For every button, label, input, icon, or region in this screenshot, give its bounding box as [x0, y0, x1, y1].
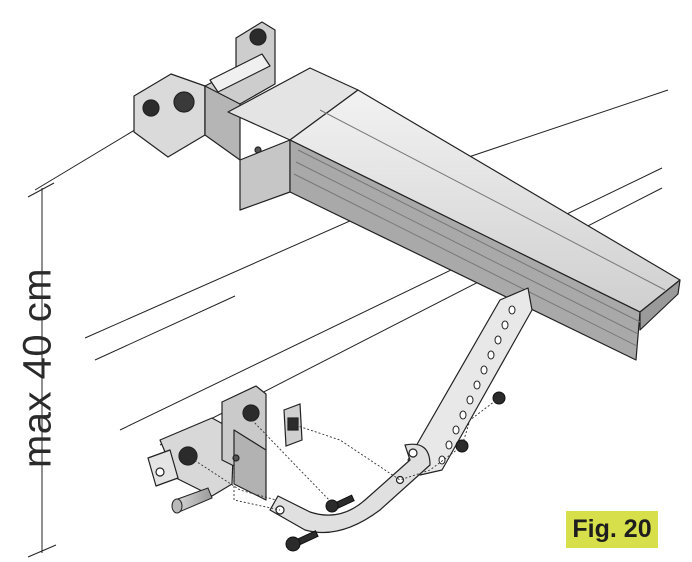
lower-ceiling-bracket — [147, 385, 267, 501]
anchor-pin — [171, 487, 213, 514]
assembly-guides — [187, 397, 500, 511]
rail-grooves — [293, 109, 666, 347]
rail-profile — [227, 67, 681, 361]
support-strap — [407, 287, 533, 476]
hole-icon — [395, 475, 405, 485]
curved-arm — [269, 443, 431, 534]
dimension-label: max 40 cm — [15, 267, 60, 469]
bolt-icon — [242, 404, 260, 422]
hole-icon — [155, 467, 165, 477]
screw-icon — [325, 494, 355, 513]
bolt-icon — [173, 91, 195, 113]
bolt-icon — [249, 28, 267, 46]
screw-icon — [285, 530, 319, 552]
nut-clip — [283, 403, 303, 447]
upper-ceiling-bracket — [133, 21, 276, 161]
bolt-icon — [142, 99, 160, 117]
dimension-line — [27, 182, 57, 558]
hole-icon — [232, 454, 240, 462]
figure-label: Fig. 20 — [566, 511, 658, 548]
strap-holes — [438, 305, 516, 465]
hole-icon — [408, 448, 418, 458]
